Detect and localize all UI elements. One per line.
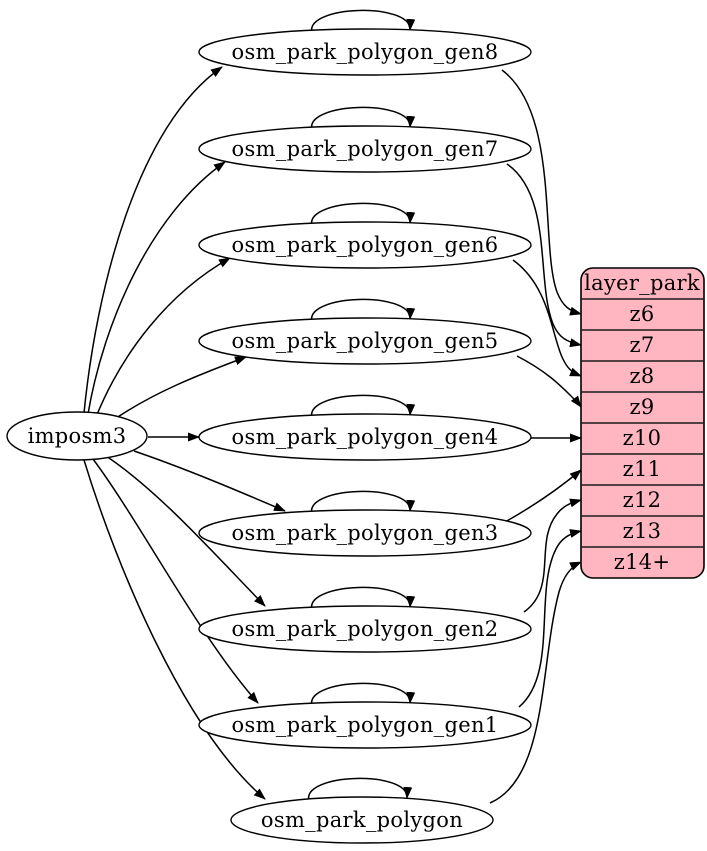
gen7-label: osm_park_polygon_gen7 — [232, 137, 499, 161]
edge-imposm3-to-gen7 — [87, 161, 226, 415]
selfloop-gen4 — [311, 394, 416, 419]
edge-gen6-to-z8 — [512, 259, 582, 377]
edge-imposm3-to-base — [83, 459, 266, 800]
row-z6: z6 — [629, 302, 654, 326]
gen3-ellipse — [198, 509, 532, 557]
edge-gen7-to-z7 — [506, 163, 582, 348]
node-osm-park-polygon-gen2: osm_park_polygon_gen2 — [198, 605, 532, 653]
node-osm-park-polygon-gen4: osm_park_polygon_gen4 — [198, 413, 532, 461]
edge-gen8-to-z6 — [501, 69, 582, 316]
imposm3-label: imposm3 — [28, 424, 127, 448]
base-label: osm_park_polygon — [261, 808, 463, 832]
row-z12: z12 — [623, 488, 662, 512]
gen5-ellipse — [198, 317, 532, 365]
selfloop-gen6 — [311, 202, 416, 227]
edge-imposm3-to-gen3 — [133, 450, 286, 512]
selfloop-gen8 — [311, 9, 416, 34]
gen8-ellipse — [198, 28, 532, 76]
gen4-label: osm_park_polygon_gen4 — [232, 425, 499, 449]
imposm3-ellipse — [6, 411, 148, 461]
edge-imposm3-to-gen6 — [95, 257, 231, 418]
gen7-ellipse — [198, 125, 532, 173]
selfloop-gen5 — [311, 298, 416, 323]
edge-imposm3-to-gen2 — [105, 455, 266, 607]
gen1-ellipse — [198, 701, 532, 749]
gen1-label: osm_park_polygon_gen1 — [232, 713, 499, 737]
edge-base-to-z14 — [489, 561, 582, 804]
selfloop-gen2 — [311, 586, 416, 611]
row-z14: z14+ — [614, 550, 671, 574]
selfloop-gen3 — [311, 490, 416, 515]
gen4-ellipse — [198, 413, 532, 461]
row-z10: z10 — [623, 426, 662, 450]
row-z7: z7 — [629, 333, 654, 357]
node-osm-park-polygon-gen7: osm_park_polygon_gen7 — [198, 125, 532, 173]
edge-imposm3-to-gen1 — [92, 458, 259, 704]
node-osm-park-polygon-gen1: osm_park_polygon_gen1 — [198, 701, 532, 749]
edge-gen5-to-z9 — [516, 355, 582, 408]
gen5-label: osm_park_polygon_gen5 — [232, 329, 499, 353]
row-z9: z9 — [629, 395, 654, 419]
row-z13: z13 — [623, 519, 662, 543]
selfloop-gen7 — [311, 106, 416, 131]
gen6-ellipse — [198, 221, 532, 269]
gen6-label: osm_park_polygon_gen6 — [232, 233, 499, 257]
row-z11: z11 — [623, 457, 662, 481]
edge-imposm3-to-gen8 — [83, 66, 223, 414]
row-z8: z8 — [629, 364, 654, 388]
layer-park-title: layer_park — [584, 271, 700, 295]
gen8-label: osm_park_polygon_gen8 — [232, 40, 499, 64]
node-osm-park-polygon-gen3: osm_park_polygon_gen3 — [198, 509, 532, 557]
node-osm-park-polygon-gen8: osm_park_polygon_gen8 — [198, 28, 532, 76]
node-layer-park: layer_park z6 z7 z8 z9 z10 z11 z12 z13 z… — [580, 267, 705, 579]
selfloop-base — [308, 777, 413, 802]
edge-gen1-to-z13 — [518, 529, 582, 708]
selfloop-gen1 — [311, 682, 416, 707]
gen2-label: osm_park_polygon_gen2 — [232, 617, 499, 641]
edge-gen2-to-z12 — [523, 498, 582, 613]
gen3-label: osm_park_polygon_gen3 — [232, 521, 499, 545]
base-ellipse — [230, 796, 494, 844]
node-osm-park-polygon-gen5: osm_park_polygon_gen5 — [198, 317, 532, 365]
edge-gen3-to-z11 — [504, 469, 582, 523]
gen2-ellipse — [198, 605, 532, 653]
edge-imposm3-to-gen5 — [111, 356, 247, 422]
node-imposm3: imposm3 — [6, 411, 148, 461]
node-osm-park-polygon: osm_park_polygon — [230, 796, 494, 844]
node-osm-park-polygon-gen6: osm_park_polygon_gen6 — [198, 221, 532, 269]
